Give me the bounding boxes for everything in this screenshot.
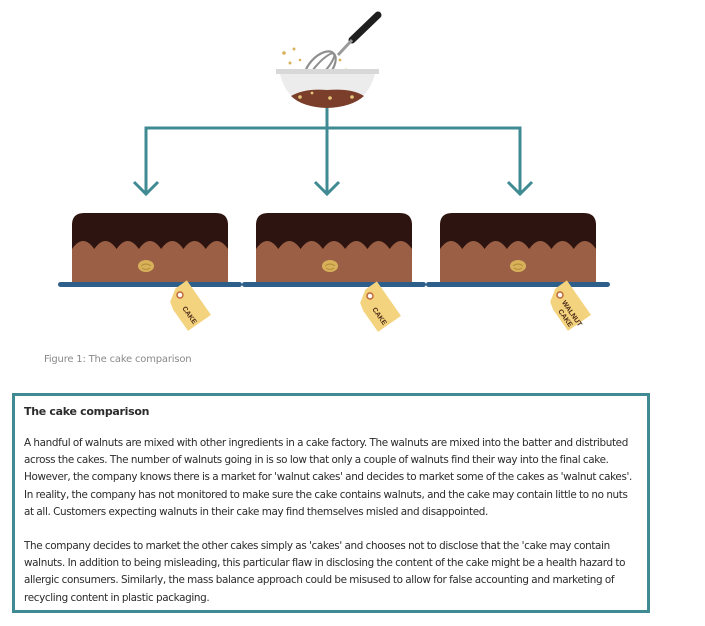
walnut-icon [510,260,526,272]
cake-tag-2: CAKE [360,281,401,332]
box-paragraph-1: A handful of walnuts are mixed with othe… [24,437,632,518]
cake-tag-3: WALNUTCAKE [550,280,591,331]
info-box: The cake comparison A handful of walnuts… [12,393,650,613]
cake-2 [242,213,426,287]
chocolate-frosting [72,213,228,249]
cake-tag-1: CAKE [170,280,211,331]
box-paragraph-2: The company decides to market the other … [24,540,626,604]
mixing-bowl-icon [276,69,379,108]
cake-plate [426,282,610,287]
cake-plate [242,282,426,287]
cake-3 [426,213,610,287]
box-title: The cake comparison [24,405,150,418]
chocolate-frosting [440,213,596,249]
cake-diagram: CAKE CAKE WALNUTCAKE [58,11,610,332]
distribution-arrows [132,108,534,197]
cake-1 [58,213,242,287]
chocolate-frosting [256,213,412,249]
walnut-icon [138,260,154,272]
figure-caption: Figure 1: The cake comparison [44,354,192,365]
walnut-icon [322,260,338,272]
cake-plate [58,282,242,287]
